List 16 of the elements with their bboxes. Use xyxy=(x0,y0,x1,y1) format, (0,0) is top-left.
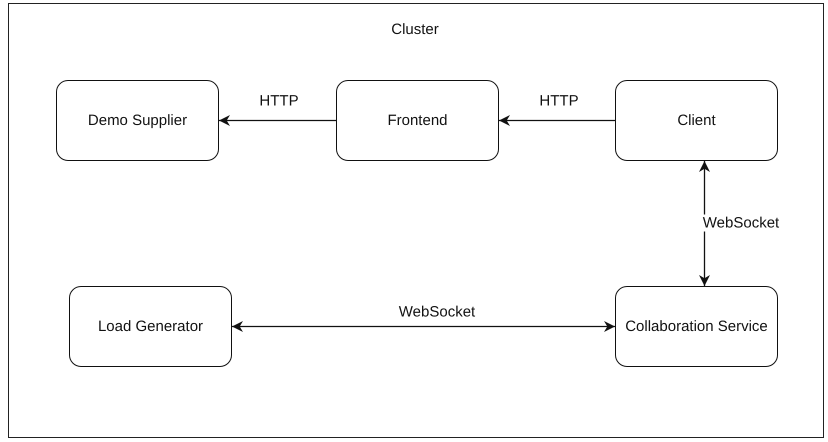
cluster-label: Cluster xyxy=(390,21,440,38)
box-label: Collaboration Service xyxy=(625,318,768,335)
arrow xyxy=(499,115,615,126)
process-box xyxy=(69,286,232,367)
process-box xyxy=(336,80,499,161)
edge-label: WebSocket xyxy=(702,214,780,232)
box-label: Client xyxy=(677,112,716,129)
box-label: Demo Supplier xyxy=(88,112,188,129)
arrow xyxy=(219,115,336,126)
process-box xyxy=(56,80,219,161)
arrow xyxy=(232,321,615,332)
process-box xyxy=(615,80,778,161)
box-label: Load Generator xyxy=(98,318,204,335)
box-label: Frontend xyxy=(387,112,448,129)
cluster-frame xyxy=(8,3,824,438)
process-box xyxy=(615,286,778,367)
